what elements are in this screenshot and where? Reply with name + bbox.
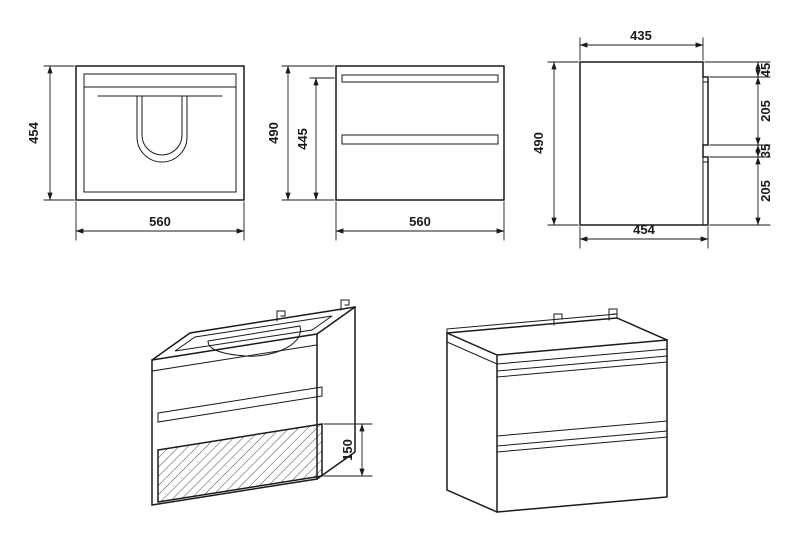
dim-label-chain-0: 45 [758, 63, 773, 77]
dim-label-side-height: 490 [531, 132, 546, 154]
dim-label-chain-2: 35 [758, 144, 773, 158]
iso-open-silhouette [151, 306, 356, 506]
plan-outline [75, 65, 245, 201]
front-outline [335, 65, 505, 201]
dim-extension-lines [547, 61, 579, 226]
dim-extension-lines [335, 201, 505, 241]
dim-label-front-height-inner: 445 [295, 128, 310, 150]
dim-label-plan-width: 560 [149, 214, 171, 229]
dim-extension-lines [704, 61, 771, 226]
dim-label-chain-3: 205 [758, 180, 773, 202]
front-drawer-gap [341, 134, 499, 145]
dim-side-height: 490 [531, 61, 579, 226]
iso-countertop-opening [174, 315, 333, 352]
side-view: 435 490 45 205 35 205 454 [531, 28, 773, 249]
front-view: 490 445 560 [266, 65, 505, 241]
iso-basin-outline [207, 325, 301, 357]
dim-label-plan-height: 454 [26, 121, 41, 143]
dim-side-depth-bottom: 454 [579, 222, 709, 249]
iso-closed-edges [446, 332, 668, 513]
dim-label-side-depth-top: 435 [630, 28, 652, 43]
iso-open-view: 150 [151, 299, 373, 506]
dim-label-drawer-front-height: 150 [340, 439, 355, 461]
iso-closed-countertop-edge [446, 341, 668, 365]
iso-closed-view [446, 308, 668, 513]
iso-front-rail-line [151, 344, 318, 372]
dim-label-front-width: 560 [409, 214, 431, 229]
dim-label-side-depth-bottom: 454 [633, 222, 655, 237]
plan-view: 454 560 [26, 65, 245, 241]
iso-closed-backsplash-rail [446, 313, 618, 334]
dim-extension-lines [579, 37, 704, 61]
dim-front-height-outer: 490 [266, 65, 335, 201]
iso-closed-wall-brackets [553, 308, 618, 326]
dim-front-width: 560 [335, 201, 505, 241]
iso-drawer-box-rail [157, 386, 323, 423]
dim-extension-lines [75, 201, 245, 241]
dim-extension-lines [43, 65, 75, 201]
side-handle-grooves [702, 81, 709, 163]
dim-extension-lines [281, 65, 335, 201]
iso-drawer-front-hatched [157, 423, 323, 503]
iso-closed-drawer-lines [496, 355, 668, 453]
side-outline [579, 61, 709, 226]
plan-inner-frame [83, 73, 237, 193]
dim-side-chain: 45 205 35 205 [704, 61, 773, 226]
basin-inner-edge [141, 95, 183, 156]
dim-label-front-height-outer: 490 [266, 122, 281, 144]
dim-side-depth-top: 435 [579, 28, 704, 61]
front-countertop-gap [341, 74, 499, 83]
basin-cutout [136, 95, 188, 163]
dim-plan-width: 560 [75, 201, 245, 241]
iso-wall-brackets [276, 299, 350, 322]
dim-plan-height: 454 [26, 65, 75, 201]
dim-label-chain-1: 205 [758, 100, 773, 122]
dim-front-height-inner: 445 [295, 77, 335, 201]
dim-iso-drawer-height: 150 [323, 423, 373, 477]
